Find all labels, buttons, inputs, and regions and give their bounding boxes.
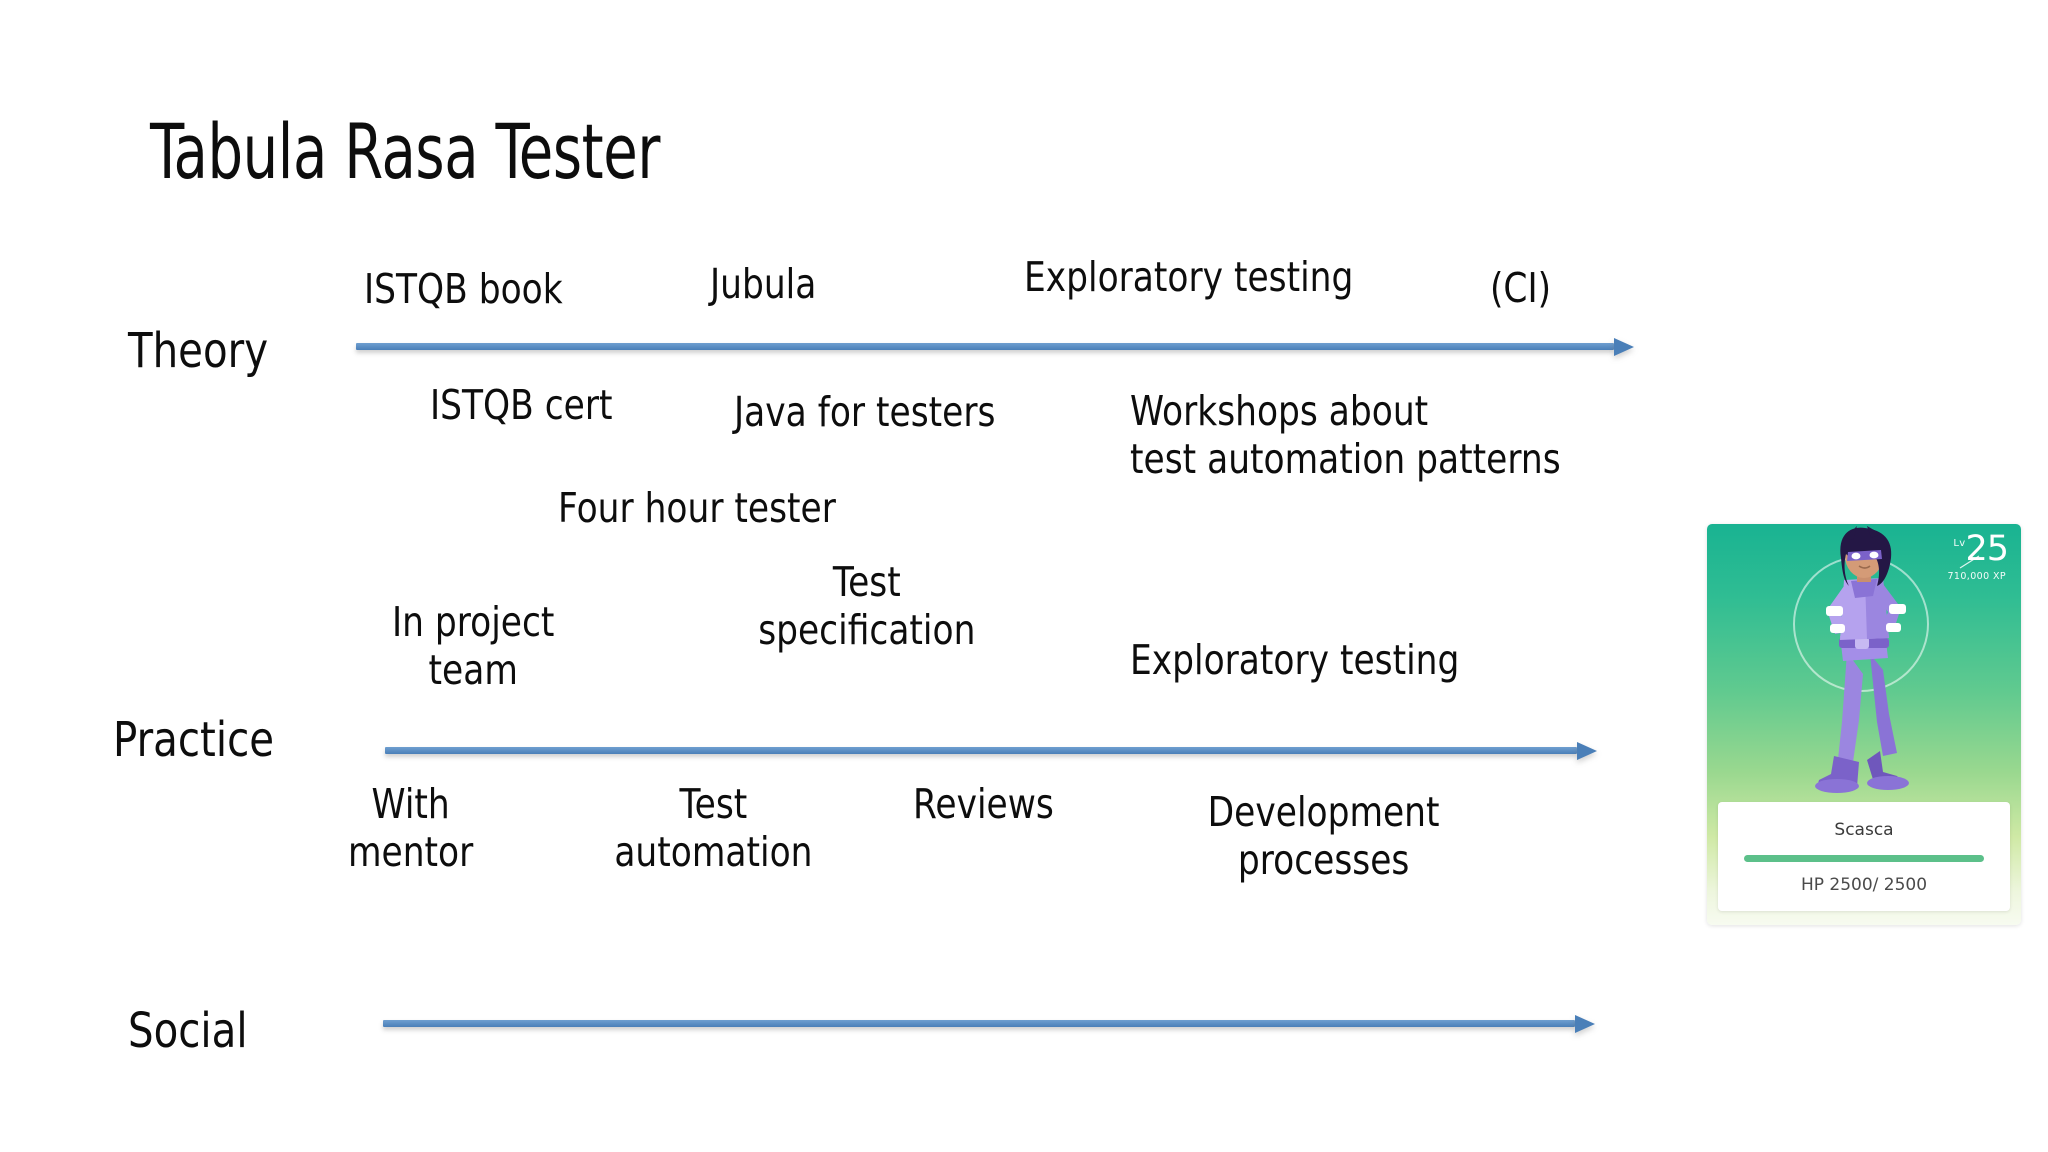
item-ci: (CI) [1490,264,1552,312]
lane-label-social: Social [128,1003,248,1059]
item-in-project-team: In project team [391,598,555,695]
character-artwork: Lv25 710,000 XP [1707,524,2021,810]
item-workshops-test-automation-patterns: Workshops about test automation patterns [1130,387,1561,484]
timeline-arrow-theory [356,338,1634,356]
item-exploratory-testing-theory: Exploratory testing [1024,253,1354,301]
level-value: 25 [1965,529,2009,569]
character-card: Lv25 710,000 XP Scasca HP 2500/ 2500 [1707,524,2021,925]
timeline-arrow-social [383,1015,1595,1033]
level-prefix-label: Lv [1953,538,1966,549]
character-level: Lv25 [1953,529,2009,569]
item-reviews: Reviews [913,780,1054,828]
item-jubula: Jubula [710,260,817,308]
item-test-automation: Test automation [614,780,813,877]
item-development-processes: Development processes [1207,788,1440,885]
character-name: Scasca [1834,820,1894,840]
character-xp: 710,000 XP [1947,571,2006,582]
character-hp-value: HP 2500/ 2500 [1800,875,1928,895]
lane-label-theory: Theory [128,323,269,379]
item-java-for-testers: Java for testers [734,388,996,436]
item-istqb-cert: ISTQB cert [430,381,613,429]
item-test-specification: Test specification [758,558,976,655]
item-istqb-book: ISTQB book [364,265,563,313]
character-info-panel: Scasca HP 2500/ 2500 [1718,802,2010,911]
item-exploratory-testing-practice: Exploratory testing [1130,636,1460,684]
lane-label-practice: Practice [113,712,275,768]
character-hp-bar [1744,855,1984,862]
character-figure-icon [1815,526,1909,793]
page-title: Tabula Rasa Tester [150,107,660,196]
timeline-arrow-practice [385,742,1597,760]
item-four-hour-tester: Four hour tester [558,484,836,532]
level-leader-line-icon [1959,555,1980,569]
item-with-mentor: With mentor [347,780,474,877]
